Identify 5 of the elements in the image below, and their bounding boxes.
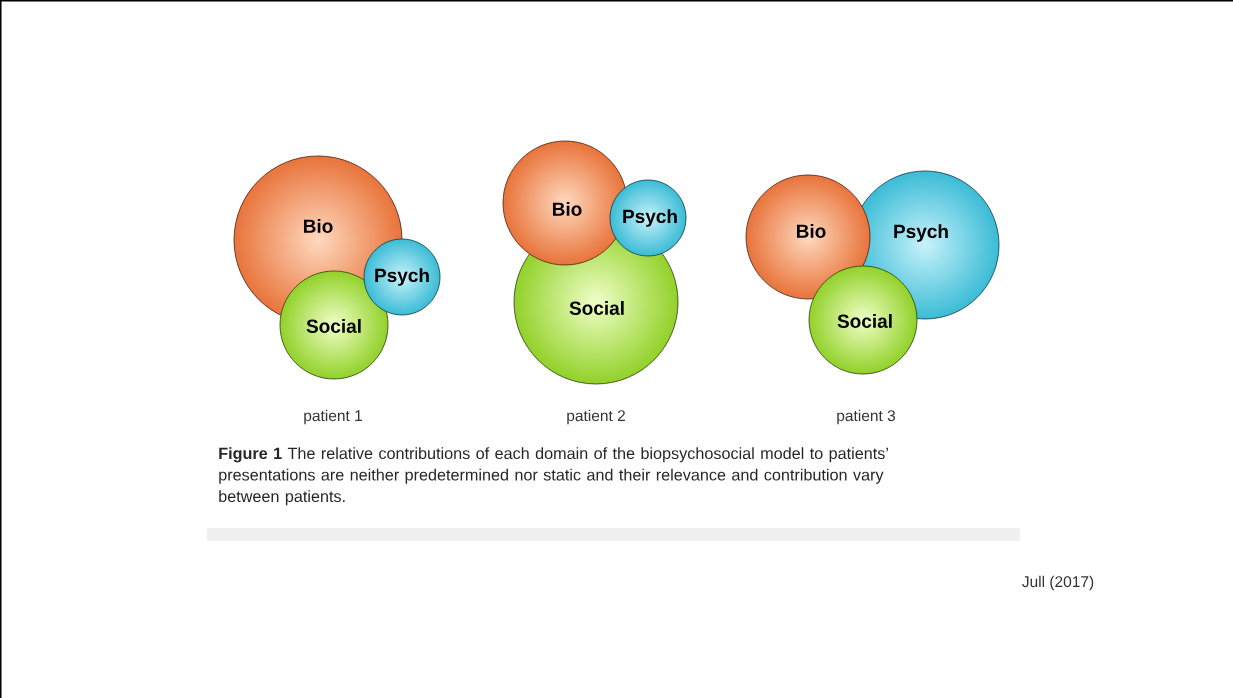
source-note: Jull (2017)	[1022, 575, 1094, 591]
patient-label: patient 1	[304, 409, 362, 425]
figure-caption: Figure 1 The relative contributions of each domain of the biopsychosocial model to patients’ presentations are neither predetermined nor static and their relevance and contribution vary between patients.	[219, 447, 888, 506]
patient-label: patient 2	[567, 409, 625, 425]
patient-label: patient 3	[837, 409, 896, 425]
